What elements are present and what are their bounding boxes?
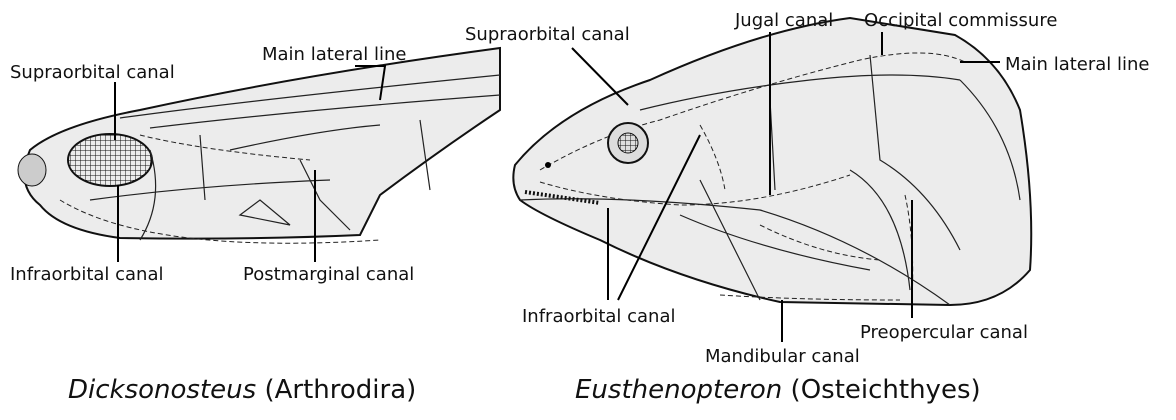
- caption-left-group: (Arthrodira): [256, 375, 416, 405]
- caption-right-group: (Osteichthyes): [782, 375, 980, 405]
- caption-left: Dicksonosteus (Arthrodira): [68, 375, 416, 405]
- label-main-lateral-line-left: Main lateral line: [262, 44, 407, 65]
- left-pointers: [114, 65, 387, 262]
- label-postmarginal-canal: Postmarginal canal: [243, 264, 414, 285]
- label-infraorbital-canal-left: Infraorbital canal: [10, 264, 164, 285]
- caption-right: Eusthenopteron (Osteichthyes): [575, 375, 981, 405]
- caption-right-genus: Eusthenopteron: [575, 375, 782, 405]
- label-main-lateral-line-right: Main lateral line: [1005, 54, 1150, 75]
- label-jugal-canal: Jugal canal: [734, 10, 833, 31]
- label-supraorbital-canal-left: Supraorbital canal: [10, 62, 175, 83]
- caption-left-genus: Dicksonosteus: [68, 375, 256, 405]
- label-infraorbital-canal-right: Infraorbital canal: [522, 306, 676, 327]
- eusthenopteron-head-drawing: [512, 16, 1033, 307]
- right-pointers: [571, 32, 1000, 342]
- label-supraorbital-canal-right: Supraorbital canal: [465, 24, 630, 45]
- label-preopercular-canal: Preopercular canal: [860, 322, 1028, 343]
- label-mandibular-canal: Mandibular canal: [705, 346, 860, 367]
- label-occipital-commissure: Occipital commissure: [864, 10, 1057, 31]
